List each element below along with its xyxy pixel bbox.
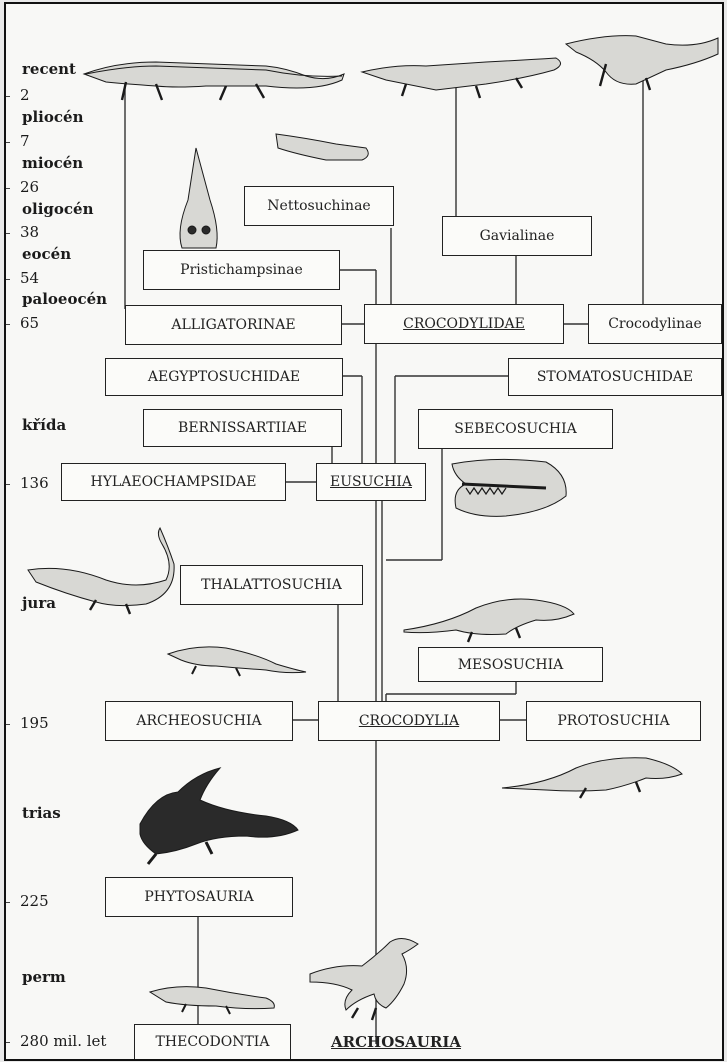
alligator-illustration bbox=[84, 62, 344, 100]
archeosuchian-illustration bbox=[168, 647, 306, 676]
phytosaur-illustration bbox=[140, 768, 298, 864]
protosuchian-illustration bbox=[502, 758, 682, 798]
bipedal-archosaur-illustration bbox=[310, 938, 418, 1020]
gavial-illustration bbox=[362, 58, 561, 98]
phylogeny-figure: recent 2 pliocén 7 miocén 26 oligocén 38… bbox=[4, 2, 724, 1061]
sebecosuchian-head-illustration bbox=[452, 459, 566, 516]
animal-illustrations bbox=[6, 4, 722, 1059]
skull-side-view-illustration bbox=[276, 134, 368, 160]
thecodont-illustration bbox=[150, 987, 274, 1014]
mesosuchian-illustration bbox=[404, 599, 574, 642]
crocodile-illustration bbox=[566, 36, 718, 90]
skull-top-view-illustration bbox=[180, 148, 217, 248]
thalattosuchian-illustration bbox=[28, 528, 174, 614]
